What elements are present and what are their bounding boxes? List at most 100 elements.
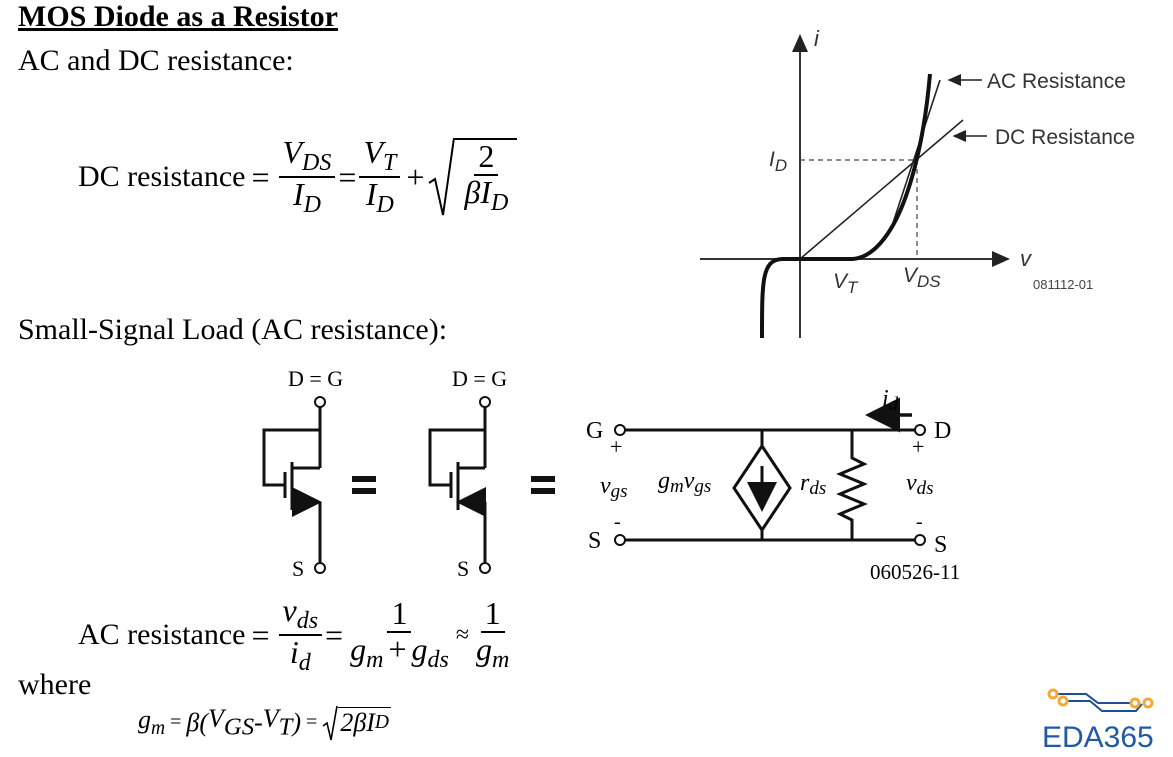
logo-text: EDA365 <box>1042 721 1154 754</box>
dc-resistance-label: DC Resistance <box>995 126 1135 149</box>
vds-main: V <box>903 264 919 287</box>
circuit-trace-icon <box>1047 688 1154 712</box>
vt-sub: T <box>847 278 859 297</box>
ac-resistance-equation: AC resistance = vds id = 1 gm+gds ≈ 1 gm <box>78 592 516 677</box>
denominator-sub: D <box>490 190 509 217</box>
vt-axis-label: VT <box>833 270 859 297</box>
vgs-sub: gs <box>611 481 628 502</box>
source-label: S <box>292 556 304 581</box>
drain-terminal <box>479 396 491 408</box>
denominator-sub: m <box>492 647 510 674</box>
numerator: 2 <box>474 140 499 176</box>
vds-over-id-fraction: VDS ID <box>278 134 336 219</box>
equals-bar <box>531 488 555 494</box>
circuit-figure-code: 060526-11 <box>870 560 960 584</box>
numerator-sub: T <box>382 150 397 177</box>
x-axis-label: v <box>1020 246 1033 271</box>
rds-label: rds <box>800 470 826 499</box>
one-over-gm-fraction: 1 gm <box>472 597 513 673</box>
nmos-diode-alt-symbol: D = G S <box>428 366 507 581</box>
approx-sign: ≈ <box>455 621 469 648</box>
square-root: 2 βID <box>427 137 518 217</box>
minus-right: - <box>916 511 923 533</box>
gm-vgs-label: gmvgs <box>658 468 711 497</box>
nmos-diode-symbol: D = G S <box>262 366 343 581</box>
dg-label: D = G <box>288 366 343 391</box>
id-label: id <box>882 386 899 415</box>
dc-resistance-line <box>799 119 964 260</box>
source-terminal <box>479 562 491 574</box>
denominator: I <box>365 176 377 213</box>
equals-bar <box>352 476 376 482</box>
ac-dc-heading: AC and DC resistance: <box>18 44 294 77</box>
rds-main: r <box>800 470 810 496</box>
drain-label: D <box>934 418 951 444</box>
vt-over-id-fraction: VT ID <box>359 134 401 219</box>
rds-resistor <box>836 430 868 540</box>
id-sub: D <box>775 156 787 175</box>
close-paren: ) <box>292 707 302 737</box>
small-signal-heading: Small-Signal Load (AC resistance): <box>18 313 448 346</box>
sqrt-sub: D <box>374 712 390 734</box>
numerator: V <box>282 134 303 170</box>
diode-curve <box>760 73 932 339</box>
equals-sign: = <box>338 158 357 195</box>
minus-left: - <box>614 511 621 533</box>
vgs: VGS <box>207 704 255 741</box>
sqrt-content: 2βI <box>340 708 375 738</box>
plus-sign: + <box>388 630 407 667</box>
vds-axis-label: VDS <box>903 264 941 291</box>
id-main: i <box>882 386 889 412</box>
plus-right: + <box>912 434 924 459</box>
denominator-sub: D <box>376 192 394 219</box>
denominator-sub: d <box>298 650 311 677</box>
numerator: v <box>282 592 297 628</box>
numerator: 1 <box>387 597 412 633</box>
equals-bar <box>531 476 555 482</box>
gm-sub: m <box>670 476 684 497</box>
equals-bar <box>352 488 376 494</box>
rds-sub: ds <box>809 478 826 499</box>
ac-label: AC resistance <box>78 618 246 652</box>
gm: g <box>350 630 367 667</box>
drain-terminal <box>914 424 926 436</box>
y-axis-label: i <box>814 26 820 51</box>
gm-sub: m <box>366 647 384 674</box>
numerator: 1 <box>480 597 505 633</box>
iv-characteristic-graph: i v AC Resistance DC Resistance ID VT VD… <box>700 26 1135 339</box>
numerator: V <box>363 134 383 170</box>
graph-figure-code: 081112-01 <box>1033 277 1093 292</box>
gm-main: g <box>658 468 670 494</box>
two-over-beta-id-fraction: 2 βID <box>460 140 512 216</box>
ac-resistance-label: AC Resistance <box>987 70 1126 93</box>
source-left-label: S <box>588 528 601 554</box>
denominator-sub: D <box>303 192 321 219</box>
denominator: βI <box>464 173 491 210</box>
v-main: v <box>684 468 695 494</box>
source-terminal-right <box>914 534 926 546</box>
vds-sub: ds <box>917 478 934 499</box>
where-label: where <box>18 668 92 701</box>
equals-sign: = <box>306 711 318 734</box>
numerator-sub: DS <box>302 150 332 177</box>
v-sub: gs <box>694 476 711 497</box>
id-axis-label: ID <box>769 148 787 175</box>
equals-sign: = <box>325 616 344 653</box>
id-main: I <box>769 148 775 171</box>
page-title: MOS Diode as a Resistor <box>18 0 338 33</box>
radical-sign-icon <box>428 138 456 216</box>
gds: g <box>411 630 428 667</box>
equals-sign: = <box>251 158 270 195</box>
gate-label: G <box>586 418 603 444</box>
dc-label: DC resistance <box>78 160 246 194</box>
denominator: g <box>476 630 492 667</box>
vds-label: vds <box>906 470 934 499</box>
dc-resistance-equation: DC resistance = VDS ID = VT ID + 2 βID <box>78 134 518 219</box>
vt: VT <box>262 704 293 741</box>
mos-diode-circuits: D = G S D = G S <box>262 366 555 581</box>
vds-sub: DS <box>917 272 941 291</box>
minus-sign: - <box>254 707 263 737</box>
id-sub: d <box>889 394 899 415</box>
drain-terminal <box>314 396 326 408</box>
